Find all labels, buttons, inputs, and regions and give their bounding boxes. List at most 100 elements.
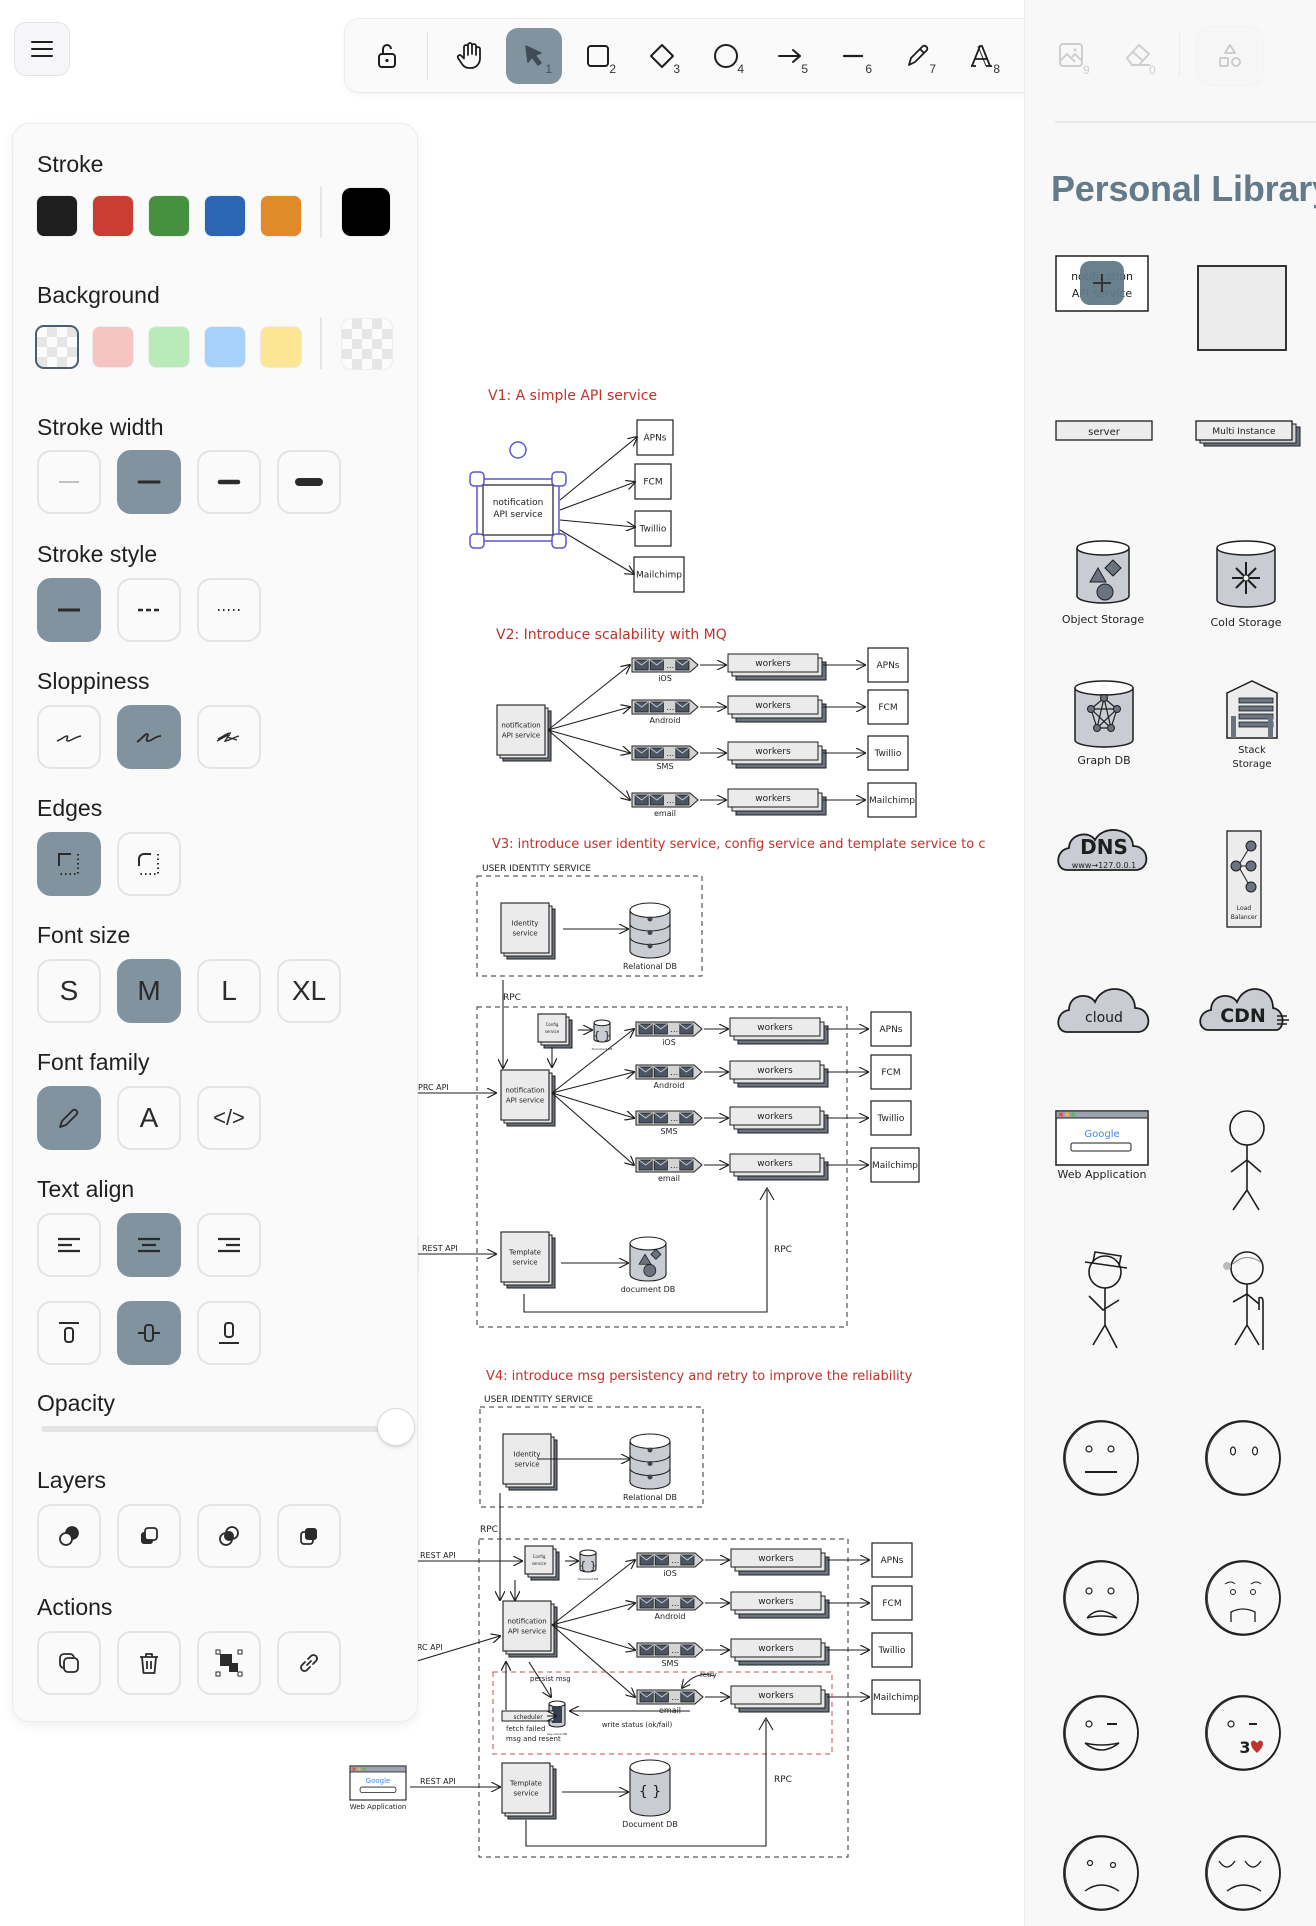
background-label: Background [37,282,160,308]
text-align-left[interactable] [37,1213,101,1277]
selection-box [476,478,560,542]
shortcut-key: 6 [865,61,872,76]
sloppiness-artist[interactable] [117,705,181,769]
template-service-stack-label: service [512,1258,537,1266]
library-item-face-kiss[interactable]: 3 [1205,1695,1283,1773]
library-item-multi-instance[interactable]: Multi Instance [1195,420,1301,447]
action-group[interactable] [197,1631,261,1695]
background-swatch[interactable] [149,327,189,367]
background-swatch[interactable] [205,327,245,367]
layer-bring-to-front[interactable] [277,1504,341,1568]
stroke-swatch[interactable] [37,196,77,236]
font-family-code[interactable]: </> [197,1086,261,1150]
action-delete[interactable] [117,1631,181,1695]
cold-storage-icon: Cold Storage [1211,540,1282,629]
resize-handle [469,471,485,487]
library-item-face-wink[interactable] [1063,1695,1141,1773]
stroke-swatch[interactable] [261,196,301,236]
library-item-face-worried[interactable] [1205,1560,1283,1638]
library-toggle-button[interactable] [1197,27,1263,85]
cylinder-body [629,1767,671,1817]
library-item-face-sad[interactable] [1063,1560,1141,1638]
stroke-width-bold[interactable] [117,450,181,514]
edges-round[interactable] [117,832,181,896]
library-item-blank-rectangle[interactable] [1197,265,1287,351]
library-item-stick-figure-elder[interactable] [1217,1250,1277,1352]
library-item-object-storage[interactable]: Object Storage [1055,540,1151,628]
font-size-xl[interactable]: XL [277,959,341,1023]
library-item-cold-storage[interactable]: Cold Storage [1197,540,1295,630]
edges-sharp[interactable] [37,832,101,896]
tool-text[interactable]: 8 [954,28,1010,84]
background-swatch[interactable] [37,327,77,367]
text-align-right[interactable] [197,1213,261,1277]
stroke-style-dotted[interactable] [197,578,261,642]
tool-ellipse[interactable]: 4 [698,28,754,84]
font-size-m[interactable]: M [117,959,181,1023]
library-item-cdn[interactable]: CDN [1197,980,1295,1034]
stroke-width-extra-bold[interactable] [197,450,261,514]
sloppiness-architect[interactable] [37,705,101,769]
library-item-face-frown[interactable] [1063,1835,1141,1913]
background-current-color[interactable] [342,319,392,369]
library-item-server[interactable]: server [1055,420,1153,441]
library-item-face-sleepy-sad[interactable] [1205,1835,1283,1913]
library-item-face-neutral[interactable] [1063,1420,1141,1498]
tool-rectangle[interactable]: 2 [570,28,626,84]
font-size-s[interactable]: S [37,959,101,1023]
add-to-canvas-button[interactable] [1080,261,1124,305]
tool-arrow[interactable]: 5 [762,28,818,84]
action-link[interactable] [277,1631,341,1695]
vertical-align-bottom[interactable] [197,1301,261,1365]
tool-selection[interactable]: 1 [506,27,562,84]
tool-lock[interactable] [359,28,415,84]
tool-line[interactable]: 6 [826,28,882,84]
stroke-swatch[interactable] [205,196,245,236]
layer-send-to-back[interactable] [37,1504,101,1568]
eraser-icon[interactable] [1123,41,1153,69]
stroke-style-solid[interactable] [37,578,101,642]
font-family-normal[interactable]: A [117,1086,181,1150]
main-menu-button[interactable] [14,22,70,76]
stroke-swatch[interactable] [149,196,189,236]
background-swatch[interactable] [93,327,133,367]
shape-toolbar: 1 2 3 4 5 6 7 [345,19,1105,92]
tool-draw[interactable]: 7 [890,28,946,84]
tool-diamond[interactable]: 3 [634,28,690,84]
graph-db-icon: Graph DB [1074,680,1134,767]
layer-bring-forward[interactable] [197,1504,261,1568]
image-icon[interactable] [1057,41,1085,69]
stroke-width-thin[interactable] [37,450,101,514]
font-size-l[interactable]: L [197,959,261,1023]
library-item-face-blank[interactable] [1205,1420,1283,1498]
action-duplicate[interactable] [37,1631,101,1695]
stroke-current-color[interactable] [342,188,390,236]
opacity-slider-thumb[interactable] [378,1409,414,1445]
stroke-width-heavy[interactable] [277,450,341,514]
library-item-cloud[interactable]: cloud [1055,980,1153,1034]
font-family-hand-drawn[interactable] [37,1086,101,1150]
opacity-slider-track[interactable] [41,1426,396,1432]
sloppiness-cartoonist[interactable] [197,705,261,769]
library-item-graph-db[interactable]: Graph DB [1055,680,1153,770]
library-item-stick-figure[interactable] [1217,1110,1277,1212]
background-swatch[interactable] [261,327,301,367]
tool-hand[interactable] [442,28,498,84]
svg-text:Load: Load [1237,905,1252,912]
vertical-align-middle[interactable] [117,1301,181,1365]
stroke-swatch[interactable] [93,196,133,236]
vertical-align-top[interactable] [37,1301,101,1365]
v2-target [867,647,909,683]
library-item-stick-figure-hat[interactable] [1075,1250,1135,1350]
stroke-style-dashed[interactable] [117,578,181,642]
text-align-center[interactable] [117,1213,181,1277]
layer-send-backward[interactable] [117,1504,181,1568]
